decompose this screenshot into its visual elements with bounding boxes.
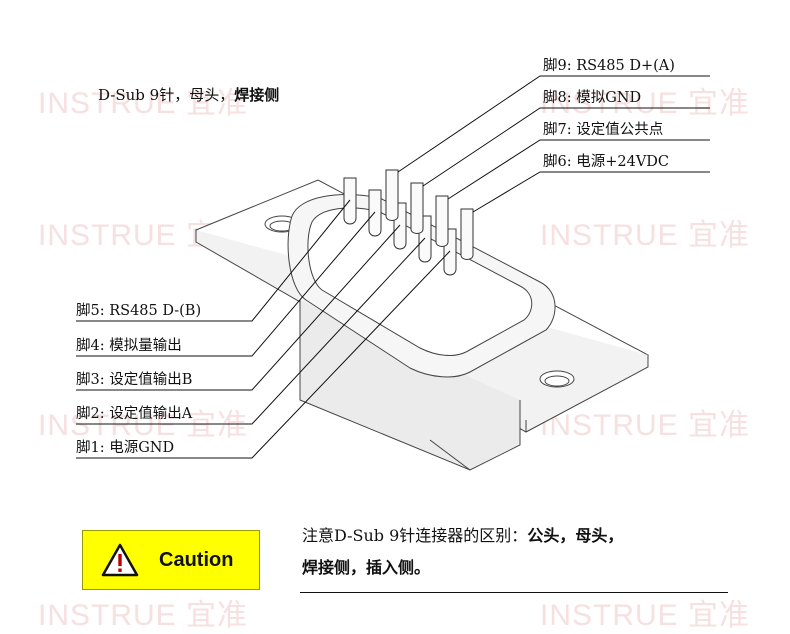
pin-9-label: 脚9: RS485 D+(A) [543,58,675,74]
diagram-title: D-Sub 9针，母头，焊接侧 [98,84,279,105]
leader-lines-left [76,199,451,459]
note-text: 注意D-Sub 9针连接器的区别：公头，母头， 焊接侧，插入侧。 [302,520,732,584]
leader-pin-6 [472,171,710,213]
solder-cups-row-4 [385,169,474,260]
leader-pin-9 [397,75,710,173]
leader-pin-7 [447,139,710,200]
note-underline [300,592,728,593]
title-bold: 焊接侧 [234,86,280,104]
warning-triangle-icon [101,543,139,577]
pin-6-label: 脚6: 电源+24VDC [543,154,670,170]
note-line2-bold: 焊接侧，插入侧。 [302,558,431,577]
leader-pin-1 [76,250,451,459]
caution-label: Caution [159,548,234,571]
leader-pin-3 [76,224,401,391]
pin-3-label: 脚3: 设定值输出B [76,372,193,388]
pin-4-label: 脚4: 模拟量输出 [76,338,182,354]
leader-pin-2 [76,237,426,425]
note-line1-prefix: 注意D-Sub 9针连接器的区别： [302,526,528,545]
caution-box: Caution [82,530,260,590]
pin-5-label: 脚5: RS485 D-(B) [76,303,202,319]
note-line1-bold: 公头，母头， [527,526,624,545]
mount-hole-right [539,370,575,388]
leader-pin-4 [76,211,376,357]
title-prefix: D-Sub 9针，母头， [98,86,235,104]
mount-hole-right-inner [544,375,570,387]
leader-pin-8 [422,107,710,187]
leader-lines-right [397,75,710,213]
pin-8-label: 脚8: 模拟GND [543,90,642,106]
pin-1-label: 脚1: 电源GND [76,440,175,456]
leader-pin-5 [76,199,351,322]
pin-7-label: 脚7: 设定值公共点 [543,122,664,138]
pin-2-label: 脚2: 设定值输出A [76,406,193,422]
